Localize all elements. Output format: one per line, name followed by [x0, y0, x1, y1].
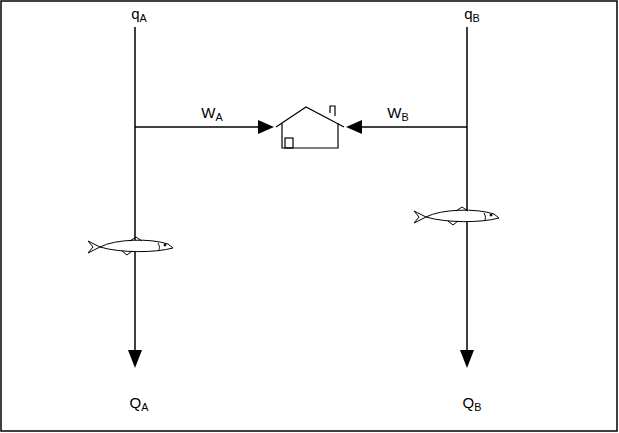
- house-icon: [276, 106, 344, 148]
- variable-label: QB: [461, 394, 484, 413]
- variable-label: WA: [199, 104, 224, 123]
- fish-icon: [88, 237, 173, 255]
- arrow-head: [128, 350, 142, 368]
- fish-icon: [414, 207, 499, 225]
- subscript: A: [140, 12, 147, 24]
- variable-label: QA: [128, 394, 151, 413]
- variable-label: qB: [462, 5, 482, 24]
- arrow-head: [258, 120, 274, 134]
- variable-label: WB: [385, 104, 410, 123]
- arrow-head: [460, 350, 474, 368]
- river-line: [466, 27, 468, 352]
- withdrawal-line: [360, 126, 467, 128]
- subscript: B: [401, 111, 408, 123]
- subscript: A: [215, 111, 222, 123]
- subscript: B: [474, 401, 481, 413]
- arrow-head: [346, 120, 362, 134]
- variable-label: qA: [129, 5, 149, 24]
- river-line: [134, 27, 136, 352]
- withdrawal-line: [135, 126, 260, 128]
- subscript: B: [473, 12, 480, 24]
- subscript: A: [141, 401, 148, 413]
